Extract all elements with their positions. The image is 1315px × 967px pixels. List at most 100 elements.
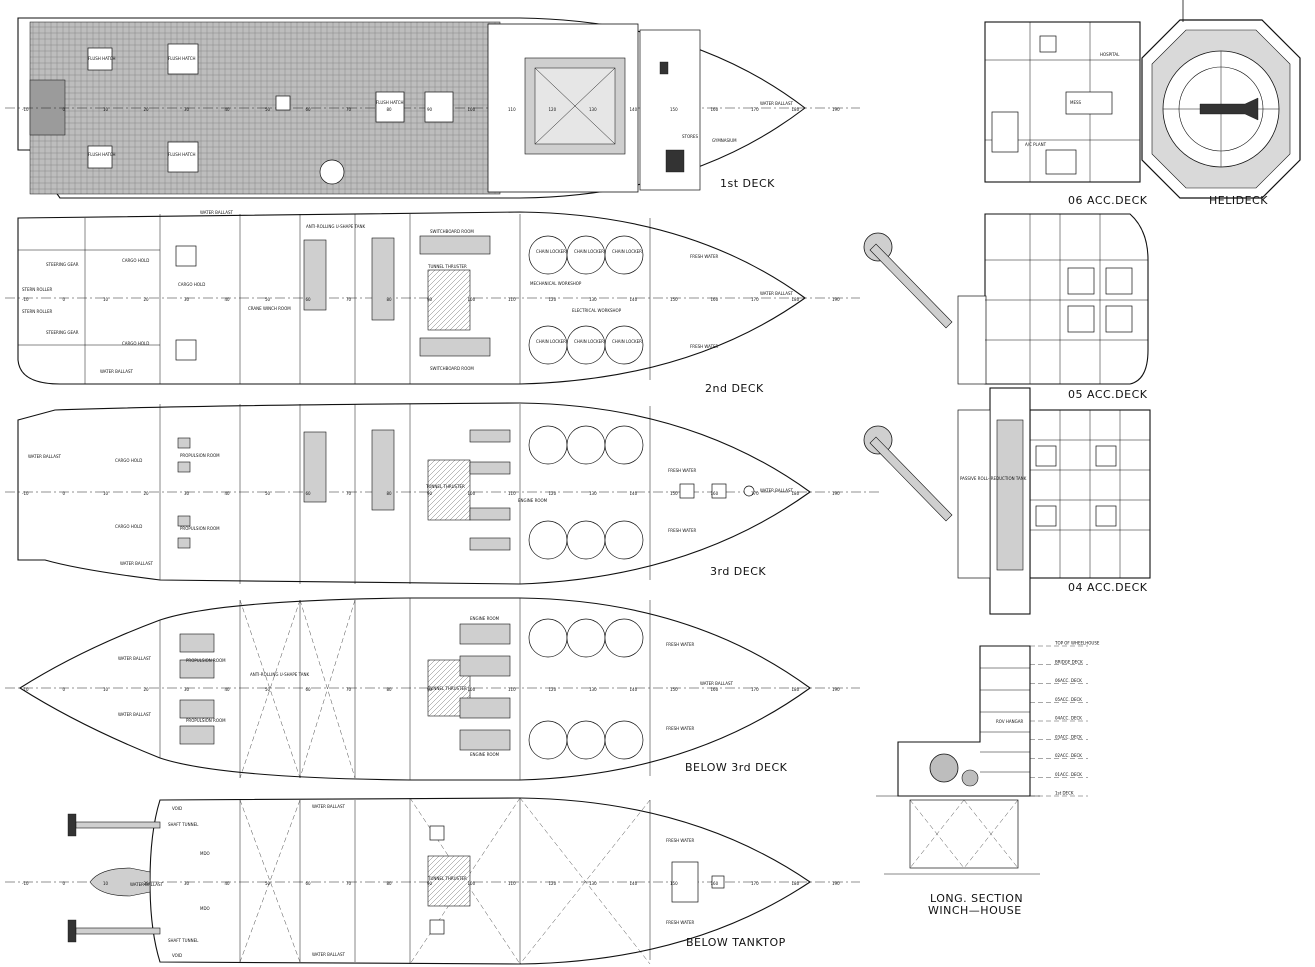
frame-number: 170 bbox=[751, 491, 759, 496]
frame-number: 120 bbox=[549, 491, 557, 496]
frame-number: 70 bbox=[346, 491, 352, 496]
frame-number: 40 bbox=[225, 491, 231, 496]
water-ballast-label: WATER BALLAST bbox=[760, 101, 793, 106]
frame-number: 20 bbox=[144, 491, 150, 496]
flush-hatch-label: FLUSH HATCH bbox=[168, 152, 196, 157]
acc06-title: 06 ACC.DECK bbox=[1068, 194, 1148, 207]
frame-number: 10 bbox=[103, 687, 109, 692]
section-level-label: 05ACC. DECK bbox=[1055, 697, 1082, 702]
frame-number: 140 bbox=[630, 881, 638, 886]
frame-number: 150 bbox=[670, 881, 678, 886]
frame-number: 170 bbox=[751, 107, 759, 112]
water-ballast-label: WATER BALLAST bbox=[312, 804, 345, 809]
long-section-title-line1: LONG. SECTION bbox=[930, 892, 1023, 905]
water-ballast-label: WATER BALLAST bbox=[130, 882, 163, 887]
mdo-label: MDO bbox=[200, 906, 210, 911]
frame-number: 40 bbox=[225, 297, 231, 302]
cargo-hold-label: CARGO HOLD bbox=[122, 258, 149, 263]
frame-number: 180 bbox=[792, 881, 800, 886]
chain-lockers-2nd bbox=[528, 235, 644, 365]
frame-number: 110 bbox=[508, 491, 516, 496]
frame-number: 30 bbox=[184, 107, 190, 112]
cargo-hold-label: CARGO HOLD bbox=[122, 341, 149, 346]
plan-helideck: HELIDECK bbox=[1141, 0, 1301, 207]
frame-number: 120 bbox=[549, 297, 557, 302]
anti-rolling-tank-label: ANTI-ROLLING U-SHAPE TANK bbox=[306, 224, 365, 229]
steering-gear-label: STEERING GEAR bbox=[46, 330, 79, 335]
frame-number: 90 bbox=[427, 107, 433, 112]
frame-number: 10 bbox=[103, 491, 109, 496]
shaft-tunnel-label: SHAFT TUNNEL bbox=[168, 938, 199, 943]
deck1-title: 1st DECK bbox=[720, 177, 775, 190]
frame-number: 100 bbox=[468, 687, 476, 692]
frame-number: 0 bbox=[63, 491, 66, 496]
frame-number: 20 bbox=[144, 687, 150, 692]
plan-2nd-deck: CHAIN LOCKER CHAIN LOCKER CHAIN LOCKER C… bbox=[5, 210, 860, 395]
frame-number: 180 bbox=[792, 491, 800, 496]
plan-04-acc-deck: PASSIVE ROLL- REDUCTION TANK 04 ACC.DECK bbox=[863, 387, 1151, 615]
water-ballast-label: WATER BALLAST bbox=[760, 291, 793, 296]
shaft-tunnel-label: SHAFT TUNNEL bbox=[168, 822, 199, 827]
section-level-label: 06ACC. DECK bbox=[1055, 678, 1082, 683]
frame-number: 80 bbox=[387, 491, 393, 496]
frame-number: 60 bbox=[306, 107, 312, 112]
ac-plant-label: A/C PLANT bbox=[1025, 142, 1047, 147]
steering-gear-label: STEERING GEAR bbox=[46, 262, 79, 267]
water-ballast-label: WATER BALLAST bbox=[700, 681, 733, 686]
water-ballast-label: WATER BALLAST bbox=[118, 656, 151, 661]
stern-roller-label: STERN ROLLER bbox=[22, 287, 52, 292]
tunnel-thruster-label: TUNNEL THRUSTER bbox=[427, 686, 467, 691]
section-level-label: 04ACC. DECK bbox=[1055, 716, 1082, 721]
mess-label: MESS bbox=[1070, 100, 1082, 105]
frame-number: 0 bbox=[63, 687, 66, 692]
plan-below-3rd-deck: PROPULSION ROOM PROPULSION ROOM ENGINE R… bbox=[5, 597, 860, 781]
long-section-title-line2: WINCH—HOUSE bbox=[928, 904, 1022, 917]
frame-number: 100 bbox=[468, 491, 476, 496]
void-label: VOID bbox=[172, 806, 182, 811]
water-ballast-label: WATER BALLAST bbox=[200, 210, 233, 215]
frame-number: 180 bbox=[792, 687, 800, 692]
frame-number: 70 bbox=[346, 881, 352, 886]
frame-number: 150 bbox=[670, 687, 678, 692]
flush-hatch-label: FLUSH HATCH bbox=[88, 152, 116, 157]
anti-rolling-tank-label: ANTI-ROLLING U-SHAPE TANK bbox=[250, 672, 309, 677]
frame-number: 50 bbox=[265, 297, 271, 302]
fresh-water-label: FRESH WATER bbox=[690, 344, 719, 349]
frame-number: -10 bbox=[22, 687, 29, 692]
section-level-label: 02ACC. DECK bbox=[1055, 753, 1082, 758]
frame-number: 190 bbox=[832, 491, 840, 496]
frame-number: 190 bbox=[832, 297, 840, 302]
frame-number: 0 bbox=[63, 297, 66, 302]
frame-number: 30 bbox=[184, 491, 190, 496]
engine-room-label: ENGINE ROOM bbox=[518, 498, 548, 503]
frame-number: -10 bbox=[22, 107, 29, 112]
chain-locker-label: CHAIN LOCKER bbox=[612, 339, 642, 344]
frame-number: 100 bbox=[468, 297, 476, 302]
hospital-label: HOSPITAL bbox=[1100, 52, 1120, 57]
frame-number: -10 bbox=[22, 297, 29, 302]
crane-winch-room-label: CRANE WINCH ROOM bbox=[248, 306, 291, 311]
frame-number: 140 bbox=[630, 297, 638, 302]
frame-number: 0 bbox=[63, 881, 66, 886]
section-level-label: 03ACC. DECK bbox=[1055, 734, 1082, 739]
frame-number: 40 bbox=[225, 881, 231, 886]
frame-number: 70 bbox=[346, 107, 352, 112]
chain-locker-label: CHAIN LOCKER bbox=[574, 339, 604, 344]
chain-locker-label: CHAIN LOCKER bbox=[612, 249, 642, 254]
frame-number: 110 bbox=[508, 297, 516, 302]
frame-number: 160 bbox=[711, 297, 719, 302]
fresh-water-label: FRESH WATER bbox=[666, 726, 695, 731]
water-ballast-label: WATER BALLAST bbox=[120, 561, 153, 566]
below-3rd-deck-title: BELOW 3rd DECK bbox=[685, 761, 788, 774]
acc04-title: 04 ACC.DECK bbox=[1068, 581, 1148, 594]
fresh-water-label: FRESH WATER bbox=[668, 468, 697, 473]
switchboard-room-label: SWITCHBOARD ROOM bbox=[430, 229, 474, 234]
frame-number: 30 bbox=[184, 881, 190, 886]
frame-number: 100 bbox=[468, 881, 476, 886]
section-level-label: 01ACC. DECK bbox=[1055, 772, 1082, 777]
stern-roller-label: STERN ROLLER bbox=[22, 309, 52, 314]
water-ballast-label: WATER BALLAST bbox=[312, 952, 345, 957]
frame-number: 150 bbox=[670, 107, 678, 112]
frame-number: 90 bbox=[427, 687, 433, 692]
